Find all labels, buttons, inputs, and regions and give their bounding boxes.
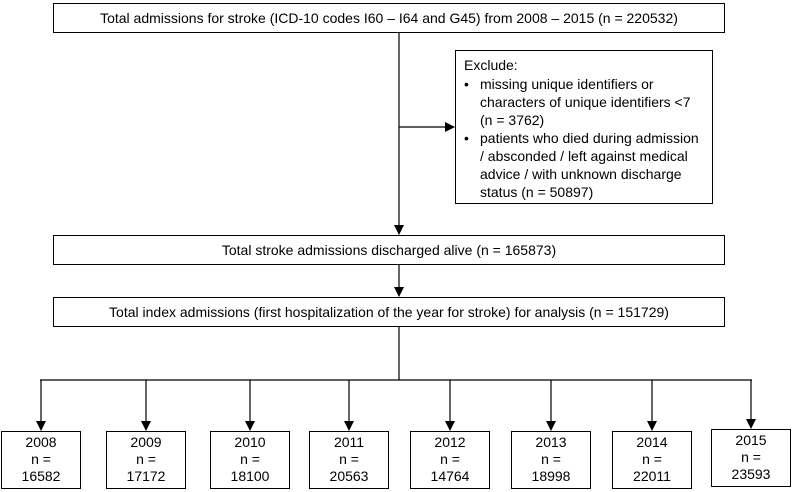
year-label: 2013 <box>535 434 567 450</box>
year-box-2014: 2014 n = 22011 <box>612 431 692 489</box>
year-box-2013: 2013 n = 18998 <box>511 431 591 489</box>
exclude-title: Exclude: <box>464 57 518 73</box>
n-value: 18998 <box>531 468 571 484</box>
n-label: n = <box>541 451 561 467</box>
year-label: 2009 <box>130 434 162 450</box>
n-label: n = <box>136 451 156 467</box>
index-admissions-text: Total index admissions (first hospitaliz… <box>109 304 669 320</box>
n-value: 16582 <box>21 468 61 484</box>
index-admissions-box: Total index admissions (first hospitaliz… <box>53 297 725 327</box>
year-label: 2010 <box>234 434 266 450</box>
exclude-list: missing unique identifiers or characters… <box>464 75 704 201</box>
n-label: n = <box>31 451 51 467</box>
n-value: 17172 <box>126 468 166 484</box>
exclude-box: Exclude: missing unique identifiers or c… <box>455 50 713 204</box>
year-box-2012: 2012 n = 14764 <box>410 431 490 489</box>
year-box-2010: 2010 n = 18100 <box>210 431 290 489</box>
year-label: 2012 <box>434 434 466 450</box>
total-admissions-box: Total admissions for stroke (ICD-10 code… <box>53 3 725 33</box>
discharged-alive-box: Total stroke admissions discharged alive… <box>53 235 725 265</box>
discharged-alive-text: Total stroke admissions discharged alive… <box>221 242 557 258</box>
exclude-item-died-absconded: patients who died during admission / abs… <box>464 129 704 201</box>
year-box-2015: 2015 n = 23593 <box>711 429 791 487</box>
exclude-item-missing-identifiers: missing unique identifiers or characters… <box>464 75 704 129</box>
year-box-2008: 2008 n = 16582 <box>1 431 81 489</box>
year-box-2009: 2009 n = 17172 <box>106 431 186 489</box>
n-label: n = <box>240 451 260 467</box>
n-value: 14764 <box>430 468 470 484</box>
year-label: 2015 <box>735 432 767 448</box>
n-value: 18100 <box>230 468 270 484</box>
total-admissions-text: Total admissions for stroke (ICD-10 code… <box>100 10 678 26</box>
n-label: n = <box>642 451 662 467</box>
n-label: n = <box>440 451 460 467</box>
n-label: n = <box>339 451 359 467</box>
year-arrows <box>36 380 756 431</box>
n-value: 22011 <box>633 468 671 484</box>
year-label: 2011 <box>333 434 365 450</box>
n-value: 23593 <box>731 466 771 482</box>
n-value: 20563 <box>329 468 369 484</box>
year-box-2011: 2011 n = 20563 <box>309 431 389 489</box>
year-label: 2008 <box>25 434 57 450</box>
n-label: n = <box>741 449 761 465</box>
year-label: 2014 <box>636 434 668 450</box>
